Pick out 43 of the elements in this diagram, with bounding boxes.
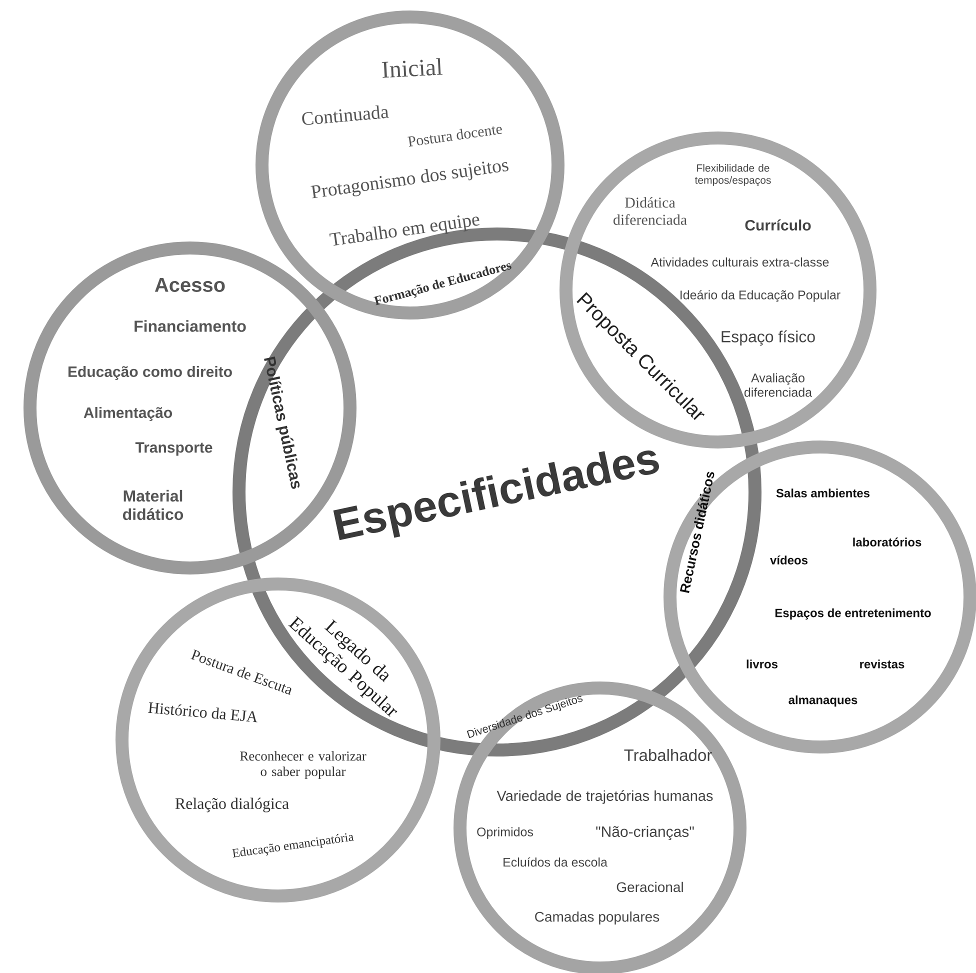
item-text: Avaliação diferenciada bbox=[744, 373, 812, 397]
ring bbox=[454, 682, 746, 973]
item-text: Camadas populares bbox=[535, 911, 660, 925]
item-text: Variedade de trajetórias humanas bbox=[496, 790, 713, 804]
item-text: Salas ambientes bbox=[776, 488, 870, 498]
item-text: Ideário da Educação Popular bbox=[680, 290, 840, 302]
item-text: Atividades culturais extra-classe bbox=[650, 257, 829, 267]
ring bbox=[256, 10, 564, 320]
item-text: Continuada bbox=[302, 105, 389, 125]
item-text: Ecluídos da escola bbox=[504, 857, 608, 867]
item-text: Currículo bbox=[745, 219, 811, 231]
item-text: Inicial bbox=[382, 58, 443, 78]
item-text: Trabalho em equipe bbox=[329, 215, 480, 246]
item-text: Transporte bbox=[135, 442, 212, 456]
item-text: Didática diferenciada bbox=[614, 197, 687, 225]
item-text: Educação como direito bbox=[68, 366, 232, 380]
item-text: "Não-crianças" bbox=[596, 826, 694, 840]
item-text: almanaques bbox=[788, 695, 858, 707]
item-text: revistas bbox=[860, 660, 904, 668]
ring bbox=[116, 578, 440, 902]
item-text: Oprimidos bbox=[477, 827, 534, 839]
item-text: Reconhecer e valorizar o saber popular bbox=[240, 751, 366, 779]
item-text: livros bbox=[746, 660, 778, 668]
ring-label: Recursos didáticos bbox=[680, 472, 714, 594]
item-text: Acesso bbox=[154, 278, 225, 292]
item-text: Trabalhador bbox=[624, 748, 712, 762]
item-text: Postura docente bbox=[408, 126, 502, 147]
ring bbox=[560, 132, 876, 448]
item-text: laboratórios bbox=[853, 538, 922, 546]
item-text: Geracional bbox=[616, 882, 683, 892]
item-text: Educação emancipatória bbox=[232, 833, 354, 858]
item-text: Flexibilidade de tempos/espaços bbox=[694, 164, 771, 186]
item-text: Espaço físico bbox=[722, 330, 815, 346]
ring-label: Políticas públicas bbox=[264, 356, 300, 489]
item-text: Espaços de entretenimento bbox=[775, 608, 931, 620]
item-text: Financiamento bbox=[134, 320, 246, 332]
item-text: Alimentação bbox=[84, 407, 172, 421]
item-text: Material didático bbox=[123, 490, 184, 520]
item-text: Postura de Escuta bbox=[190, 650, 292, 695]
item-text: Protagonismo dos sujeitos bbox=[310, 162, 508, 198]
item-text: Relação dialógica bbox=[175, 798, 289, 812]
item-text: vídeos bbox=[770, 556, 808, 564]
item-text: Histórico da EJA bbox=[148, 702, 258, 722]
